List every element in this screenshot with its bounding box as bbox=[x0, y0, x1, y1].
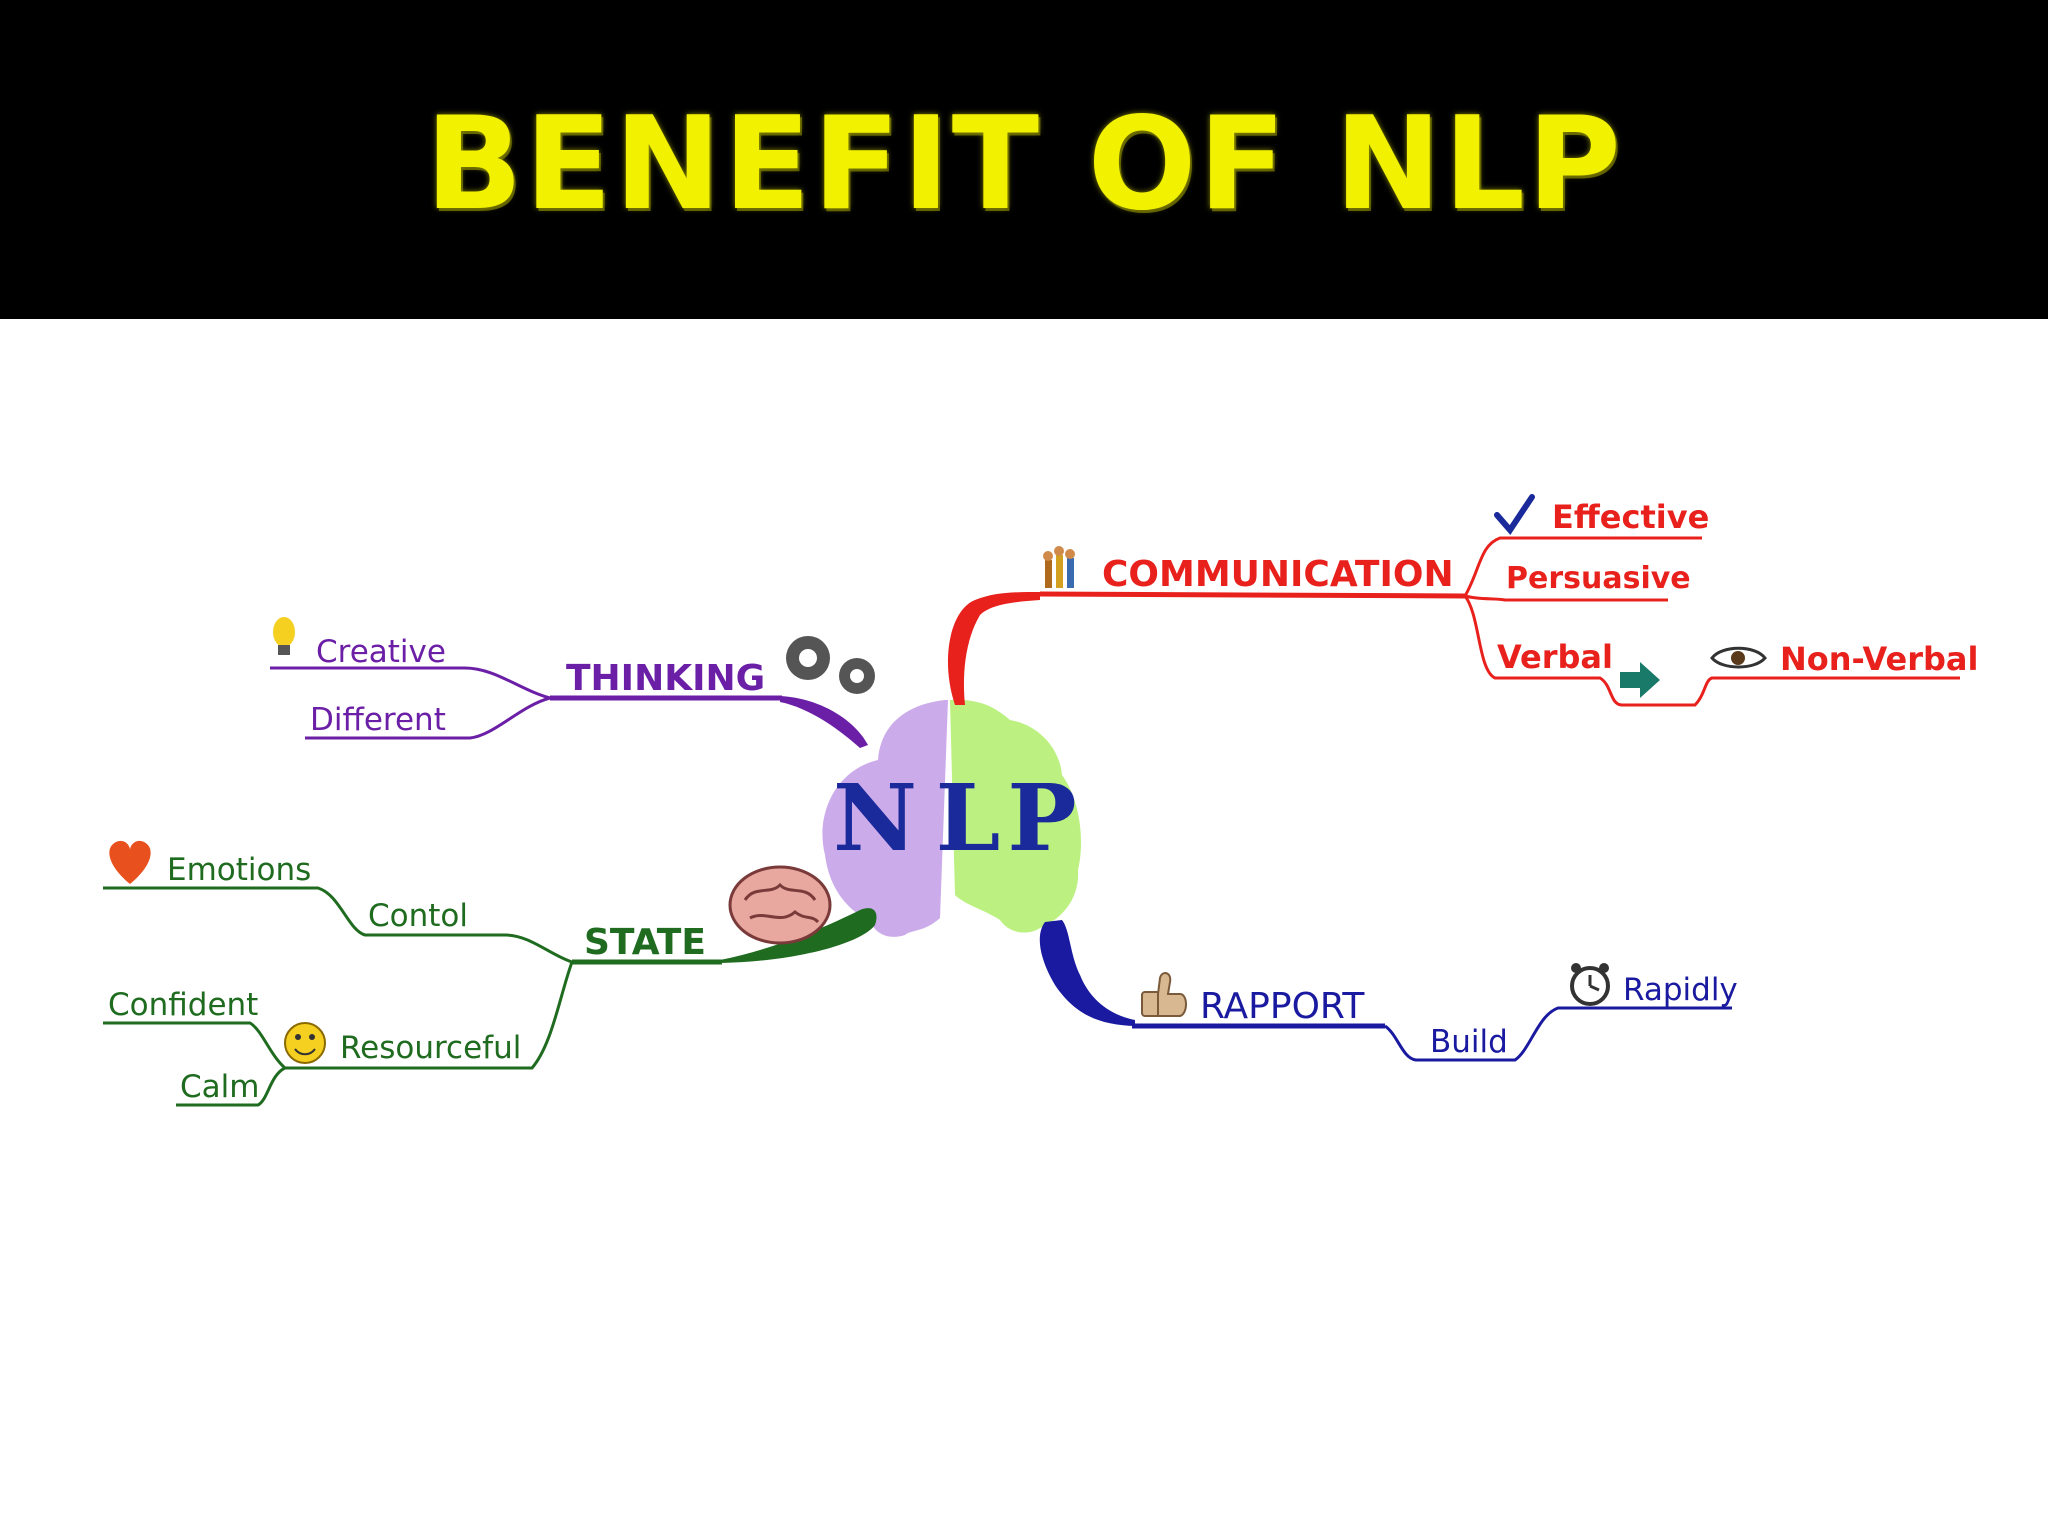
communication-link-verbal bbox=[1463, 595, 1960, 707]
communication-link-effective bbox=[1463, 536, 1702, 597]
state-link-control bbox=[103, 886, 573, 964]
center-left-lobe bbox=[822, 700, 948, 937]
creative-label: Creative bbox=[316, 634, 446, 670]
communication-link-persuasive bbox=[1464, 594, 1668, 602]
calm-label: Calm bbox=[180, 1069, 259, 1105]
communication-underline bbox=[1039, 591, 1466, 599]
rapidly-label: Rapidly bbox=[1623, 972, 1738, 1008]
branch-state: STATE Emotions Contol Confident Resource… bbox=[103, 840, 877, 1107]
center-node: N L P bbox=[822, 699, 1082, 937]
people-icon bbox=[1043, 546, 1075, 588]
state-stem bbox=[720, 908, 877, 963]
control-label: Contol bbox=[368, 898, 468, 934]
title-bar: BENEFIT OF NLP bbox=[0, 0, 2048, 319]
effective-label: Effective bbox=[1552, 498, 1709, 536]
state-link-resourceful bbox=[103, 961, 574, 1070]
emotions-label: Emotions bbox=[167, 852, 311, 888]
center-letter-n: N bbox=[833, 764, 917, 872]
center-right-lobe bbox=[950, 699, 1082, 933]
rapport-link-build bbox=[1384, 1006, 1732, 1062]
branch-thinking: THINKING Creative Different bbox=[270, 617, 875, 748]
lightbulb-icon bbox=[273, 617, 295, 655]
thinking-label: THINKING bbox=[566, 658, 765, 699]
smiley-icon bbox=[284, 1022, 326, 1064]
confident-label: Confident bbox=[108, 987, 258, 1023]
state-link-calm bbox=[176, 1066, 286, 1107]
persuasive-label: Persuasive bbox=[1506, 561, 1691, 596]
branch-rapport: RAPPORT Build Rapidly bbox=[1039, 920, 1738, 1062]
resourceful-label: Resourceful bbox=[340, 1030, 521, 1066]
checkmark-icon bbox=[1494, 494, 1535, 535]
thinking-link-different bbox=[305, 696, 551, 740]
eye-icon bbox=[1710, 646, 1767, 669]
thinking-link-creative bbox=[270, 666, 551, 700]
build-label: Build bbox=[1430, 1024, 1508, 1060]
slide-title: BENEFIT OF NLP bbox=[425, 90, 1623, 239]
rapport-stem bbox=[1039, 920, 1135, 1026]
different-label: Different bbox=[310, 702, 446, 738]
rapport-label: RAPPORT bbox=[1200, 986, 1365, 1027]
communication-label: COMMUNICATION bbox=[1102, 554, 1454, 595]
center-letter-l: L bbox=[936, 764, 1001, 872]
arrow-right-icon bbox=[1620, 662, 1660, 698]
non-verbal-label: Non-Verbal bbox=[1780, 640, 1978, 678]
gears-icon bbox=[786, 636, 875, 694]
verbal-label: Verbal bbox=[1497, 638, 1613, 676]
alarm-clock-icon bbox=[1570, 963, 1610, 1006]
thumbs-up-icon bbox=[1141, 972, 1187, 1017]
thinking-stem bbox=[780, 696, 868, 748]
heart-icon bbox=[109, 840, 151, 884]
brain-icon bbox=[728, 865, 832, 945]
state-label: STATE bbox=[584, 922, 706, 963]
branch-communication: COMMUNICATION Effective Persuasive Verba… bbox=[947, 494, 1978, 707]
communication-stem bbox=[947, 592, 1040, 705]
center-letter-p: P bbox=[1007, 764, 1076, 872]
